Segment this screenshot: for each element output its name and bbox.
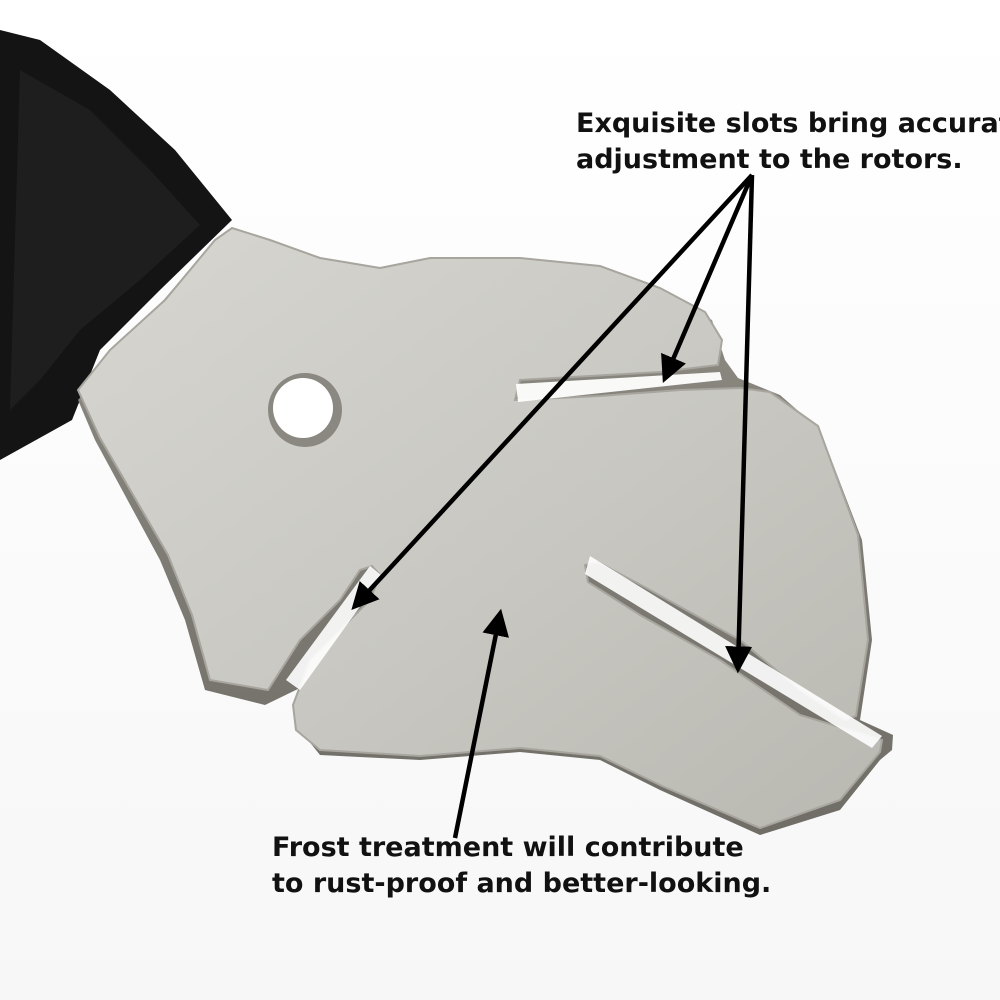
- slots-caption-line-1: Exquisite slots bring accurate: [576, 108, 1000, 139]
- slots-caption: Exquisite slots bring accurate adjustmen…: [576, 106, 1000, 178]
- frost-treatment-caption: Frost treatment will contribute to rust-…: [272, 830, 771, 902]
- annotation-arrows: [351, 173, 755, 839]
- arrow-to-lower-slot: [725, 174, 755, 674]
- mounting-hole-inner: [273, 378, 333, 438]
- handle-highlight: [10, 70, 200, 410]
- arrow-to-surface: [452, 608, 509, 839]
- frost-caption-line-1: Frost treatment will contribute: [272, 832, 744, 863]
- slots-caption-line-2: adjustment to the rotors.: [576, 144, 963, 175]
- frost-caption-line-2: to rust-proof and better-looking.: [272, 868, 772, 899]
- arrow-to-top-slot: [661, 174, 755, 383]
- plate-face: [76, 226, 884, 830]
- arrow-to-side-slot: [351, 173, 754, 610]
